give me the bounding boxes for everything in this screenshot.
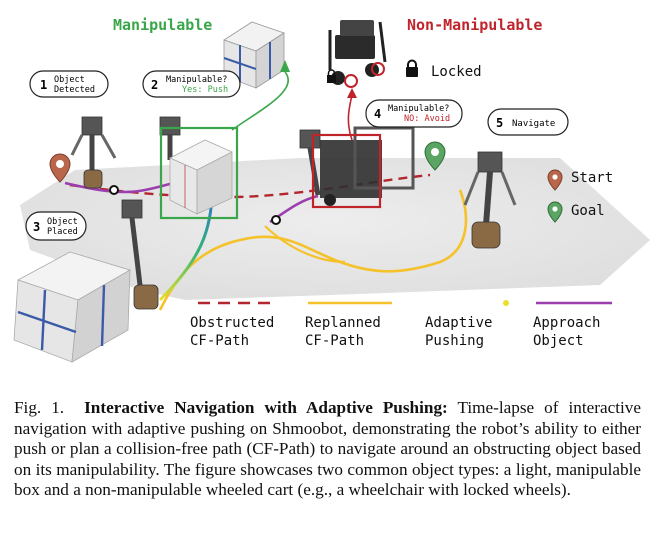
legend-pushing-label: Adaptive Pushing [425,315,501,349]
caption-body: Time-lapse of interactive navigation wit… [14,398,641,500]
locked-label: Locked [431,64,482,80]
non-manipulable-title: Non-Manipulable [407,16,542,34]
svg-text:Start: Start [571,170,613,186]
figure-caption: Fig. 1. Interactive Navigation with Adap… [14,398,641,501]
pushed-box-image [223,21,285,89]
svg-text:1: 1 [40,78,47,92]
legend-start: Start [547,169,613,191]
svg-text:Navigate: Navigate [512,119,555,129]
svg-text:Goal: Goal [571,203,605,219]
svg-text:Object: Object [54,75,85,85]
step-5-bubble: 5 Navigate [487,108,569,136]
svg-text:Detected: Detected [54,85,95,95]
svg-text:NO: Avoid: NO: Avoid [404,114,450,124]
wheelchair-image [328,20,387,88]
figure-panel: Manipulable Non-Manipulable Locked [13,16,650,363]
start-pin-icon [49,153,71,183]
svg-text:Manipulable?: Manipulable? [166,75,227,85]
step-2-bubble: 2 Manipulable? Yes: Push [142,70,241,98]
locked-wheel-marker-left [344,74,358,88]
push-arrow-head [280,60,290,72]
step-4-bubble: 4 Manipulable? NO: Avoid [365,99,463,128]
robot-1 [70,116,117,189]
manipulable-box-image [169,139,233,215]
avoid-arrow-head [347,88,357,98]
legend-goal: Goal [547,201,605,223]
caption-title: Interactive Navigation with Adaptive Pus… [84,398,448,417]
legend-goal-pin-icon [547,201,563,223]
replanned-path [158,189,468,311]
placed-box-image [13,251,132,363]
svg-text:3: 3 [33,220,40,234]
svg-text:2: 2 [151,78,158,92]
robot-2 [159,116,181,160]
legend-approach-label: Approach Object [533,315,609,349]
svg-text:Object: Object [47,217,78,227]
legend-start-pin-icon [547,169,563,191]
svg-text:5: 5 [496,116,503,130]
legend-obstructed-label: Obstructed CF-Path [190,315,283,349]
lock-icon [327,69,336,83]
waypoint-1 [109,185,119,195]
locked-lock-icon [406,59,418,77]
push-arrow [231,71,289,131]
svg-text:4: 4 [374,107,381,121]
manipulable-title: Manipulable [113,16,212,34]
waypoint-2 [271,215,281,225]
legend-replanned-label: Replanned CF-Path [305,315,389,349]
robot-5 [463,151,517,249]
locked-wheel-marker-right [371,62,385,76]
wheelchair-map-image [320,126,415,206]
avoid-arrow [347,94,353,141]
non-manipulable-highlight-box [311,133,382,209]
path-legend: Obstructed CF-Path Replanned CF-Path Ada… [190,300,612,349]
manipulable-highlight-box [159,126,239,220]
goal-pin-icon [424,141,446,171]
svg-text:Manipulable?: Manipulable? [388,104,449,114]
step-1-bubble: 1 Object Detected [29,70,109,98]
replanned-path-2 [264,225,346,264]
step-3-bubble: 3 Object Placed [25,211,87,241]
caption-fig-label: Fig. 1. [14,398,65,417]
svg-text:Yes: Push: Yes: Push [182,85,228,95]
robot-3 [121,199,159,310]
svg-text:Placed: Placed [47,227,78,237]
